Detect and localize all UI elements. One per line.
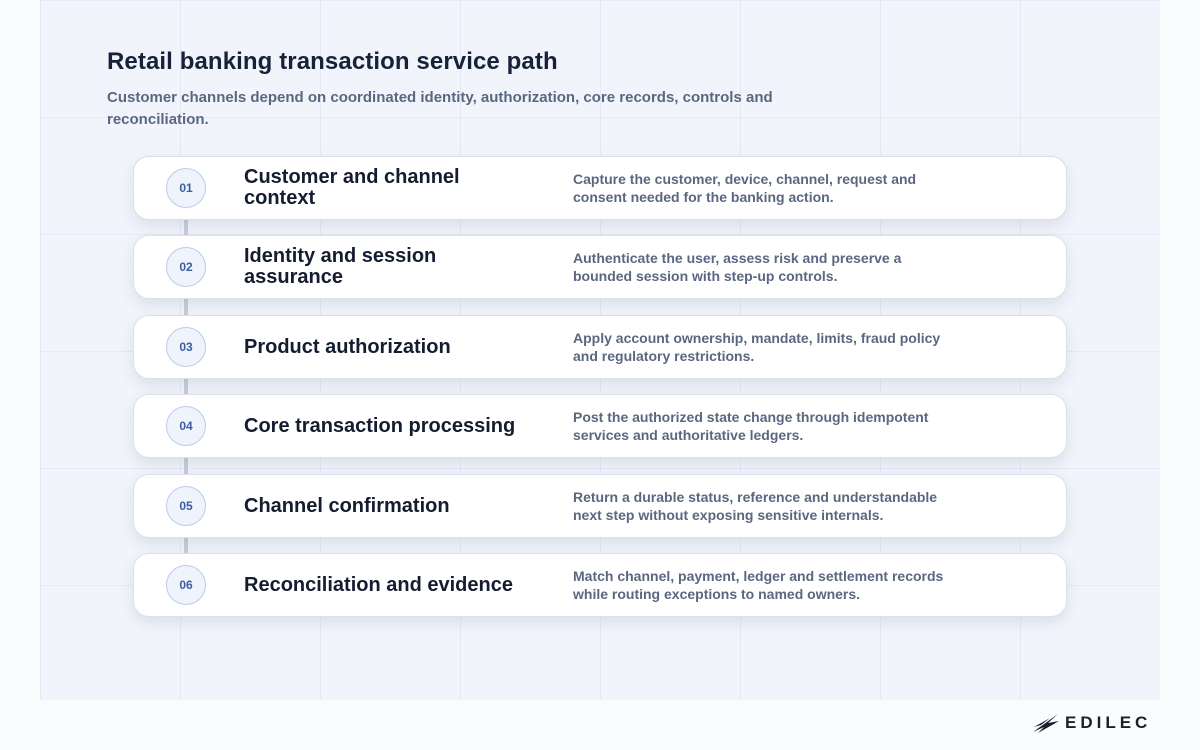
- step-description: Return a durable status, reference and u…: [573, 489, 938, 523]
- step-description: Match channel, payment, ledger and settl…: [573, 568, 944, 602]
- step-card-3: 03 Product authorization Apply account o…: [133, 315, 1067, 379]
- brand-name: EDILEC: [1065, 713, 1152, 732]
- brand-logo: EDILEC: [1032, 711, 1156, 735]
- page-title: Retail banking transaction service path: [107, 48, 558, 75]
- step-description: Capture the customer, device, channel, r…: [573, 171, 917, 205]
- step-title: Identity and session assurance: [244, 245, 437, 288]
- step-card-6: 06 Reconciliation and evidence Match cha…: [133, 553, 1067, 617]
- step-title: Core transaction processing: [244, 414, 516, 437]
- step-card-5: 05 Channel confirmation Return a durable…: [133, 474, 1067, 538]
- step-number-badge: 03: [166, 327, 206, 367]
- step-description: Apply account ownership, mandate, limits…: [573, 330, 941, 364]
- step-card-1: 01 Customer and channel context Capture …: [133, 156, 1067, 220]
- step-number-badge: 01: [166, 168, 206, 208]
- step-number-badge: 05: [166, 486, 206, 526]
- step-card-4: 04 Core transaction processing Post the …: [133, 394, 1067, 458]
- step-number-badge: 02: [166, 247, 206, 287]
- step-card-2: 02 Identity and session assurance Authen…: [133, 235, 1067, 299]
- step-number-badge: 04: [166, 406, 206, 446]
- step-title: Customer and channel context: [244, 166, 460, 209]
- step-description: Post the authorized state change through…: [573, 409, 929, 443]
- step-title: Channel confirmation: [244, 494, 450, 517]
- edilec-logo-icon: [1033, 714, 1059, 733]
- step-connector-line: [184, 190, 188, 586]
- step-description: Authenticate the user, assess risk and p…: [573, 250, 902, 284]
- page-subtitle: Customer channels depend on coordinated …: [107, 89, 773, 128]
- step-number-badge: 06: [166, 565, 206, 605]
- step-title: Reconciliation and evidence: [244, 573, 513, 596]
- step-title: Product authorization: [244, 335, 451, 358]
